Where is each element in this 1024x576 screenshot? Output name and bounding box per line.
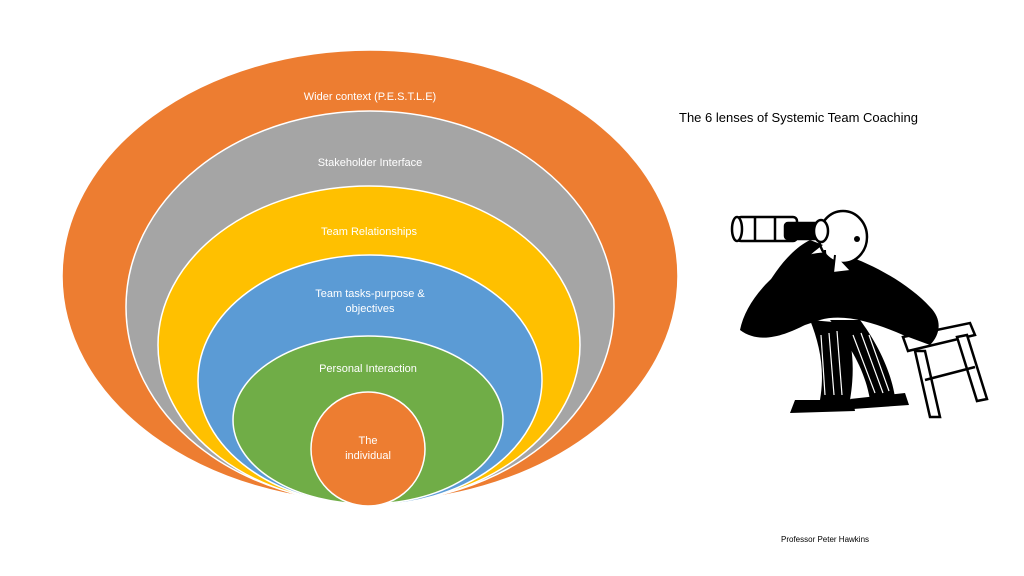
lens-label-line: Team Relationships bbox=[321, 226, 417, 238]
binoculars-icon bbox=[730, 215, 830, 244]
lens-label-team-relationships: Team Relationships bbox=[321, 226, 417, 238]
person-with-binoculars-icon bbox=[730, 209, 989, 419]
lens-label-line: Wider context (P.E.S.T.L.E) bbox=[304, 91, 436, 103]
legs-shape bbox=[790, 320, 909, 413]
lens-label-line: Personal Interaction bbox=[319, 363, 417, 375]
arm-shape bbox=[755, 240, 823, 313]
lens-label-stakeholder-interface: Stakeholder Interface bbox=[318, 157, 423, 169]
head-shape bbox=[817, 209, 869, 275]
lens-label-wider-context: Wider context (P.E.S.T.L.E) bbox=[304, 91, 436, 103]
lens-the-individual bbox=[310, 391, 426, 507]
lens-label-the-individual: The individual bbox=[345, 435, 391, 462]
lens-label-line: Team tasks-purpose & bbox=[315, 288, 425, 300]
lens-label-team-tasks: Team tasks-purpose & objectives bbox=[315, 288, 425, 315]
stool-icon bbox=[901, 321, 989, 419]
slide-title: The 6 lenses of Systemic Team Coaching bbox=[679, 110, 918, 125]
lens-label-line: objectives bbox=[346, 303, 395, 315]
lens-label-line: Stakeholder Interface bbox=[318, 157, 423, 169]
credit-text: Professor Peter Hawkins bbox=[781, 535, 870, 544]
lens-label-line: The bbox=[359, 435, 378, 447]
lens-label-personal-interaction: Personal Interaction bbox=[319, 363, 417, 375]
nested-lenses-diagram: Wider context (P.E.S.T.L.E) Stakeholder I… bbox=[61, 49, 679, 507]
lens-label-line: individual bbox=[345, 450, 391, 462]
